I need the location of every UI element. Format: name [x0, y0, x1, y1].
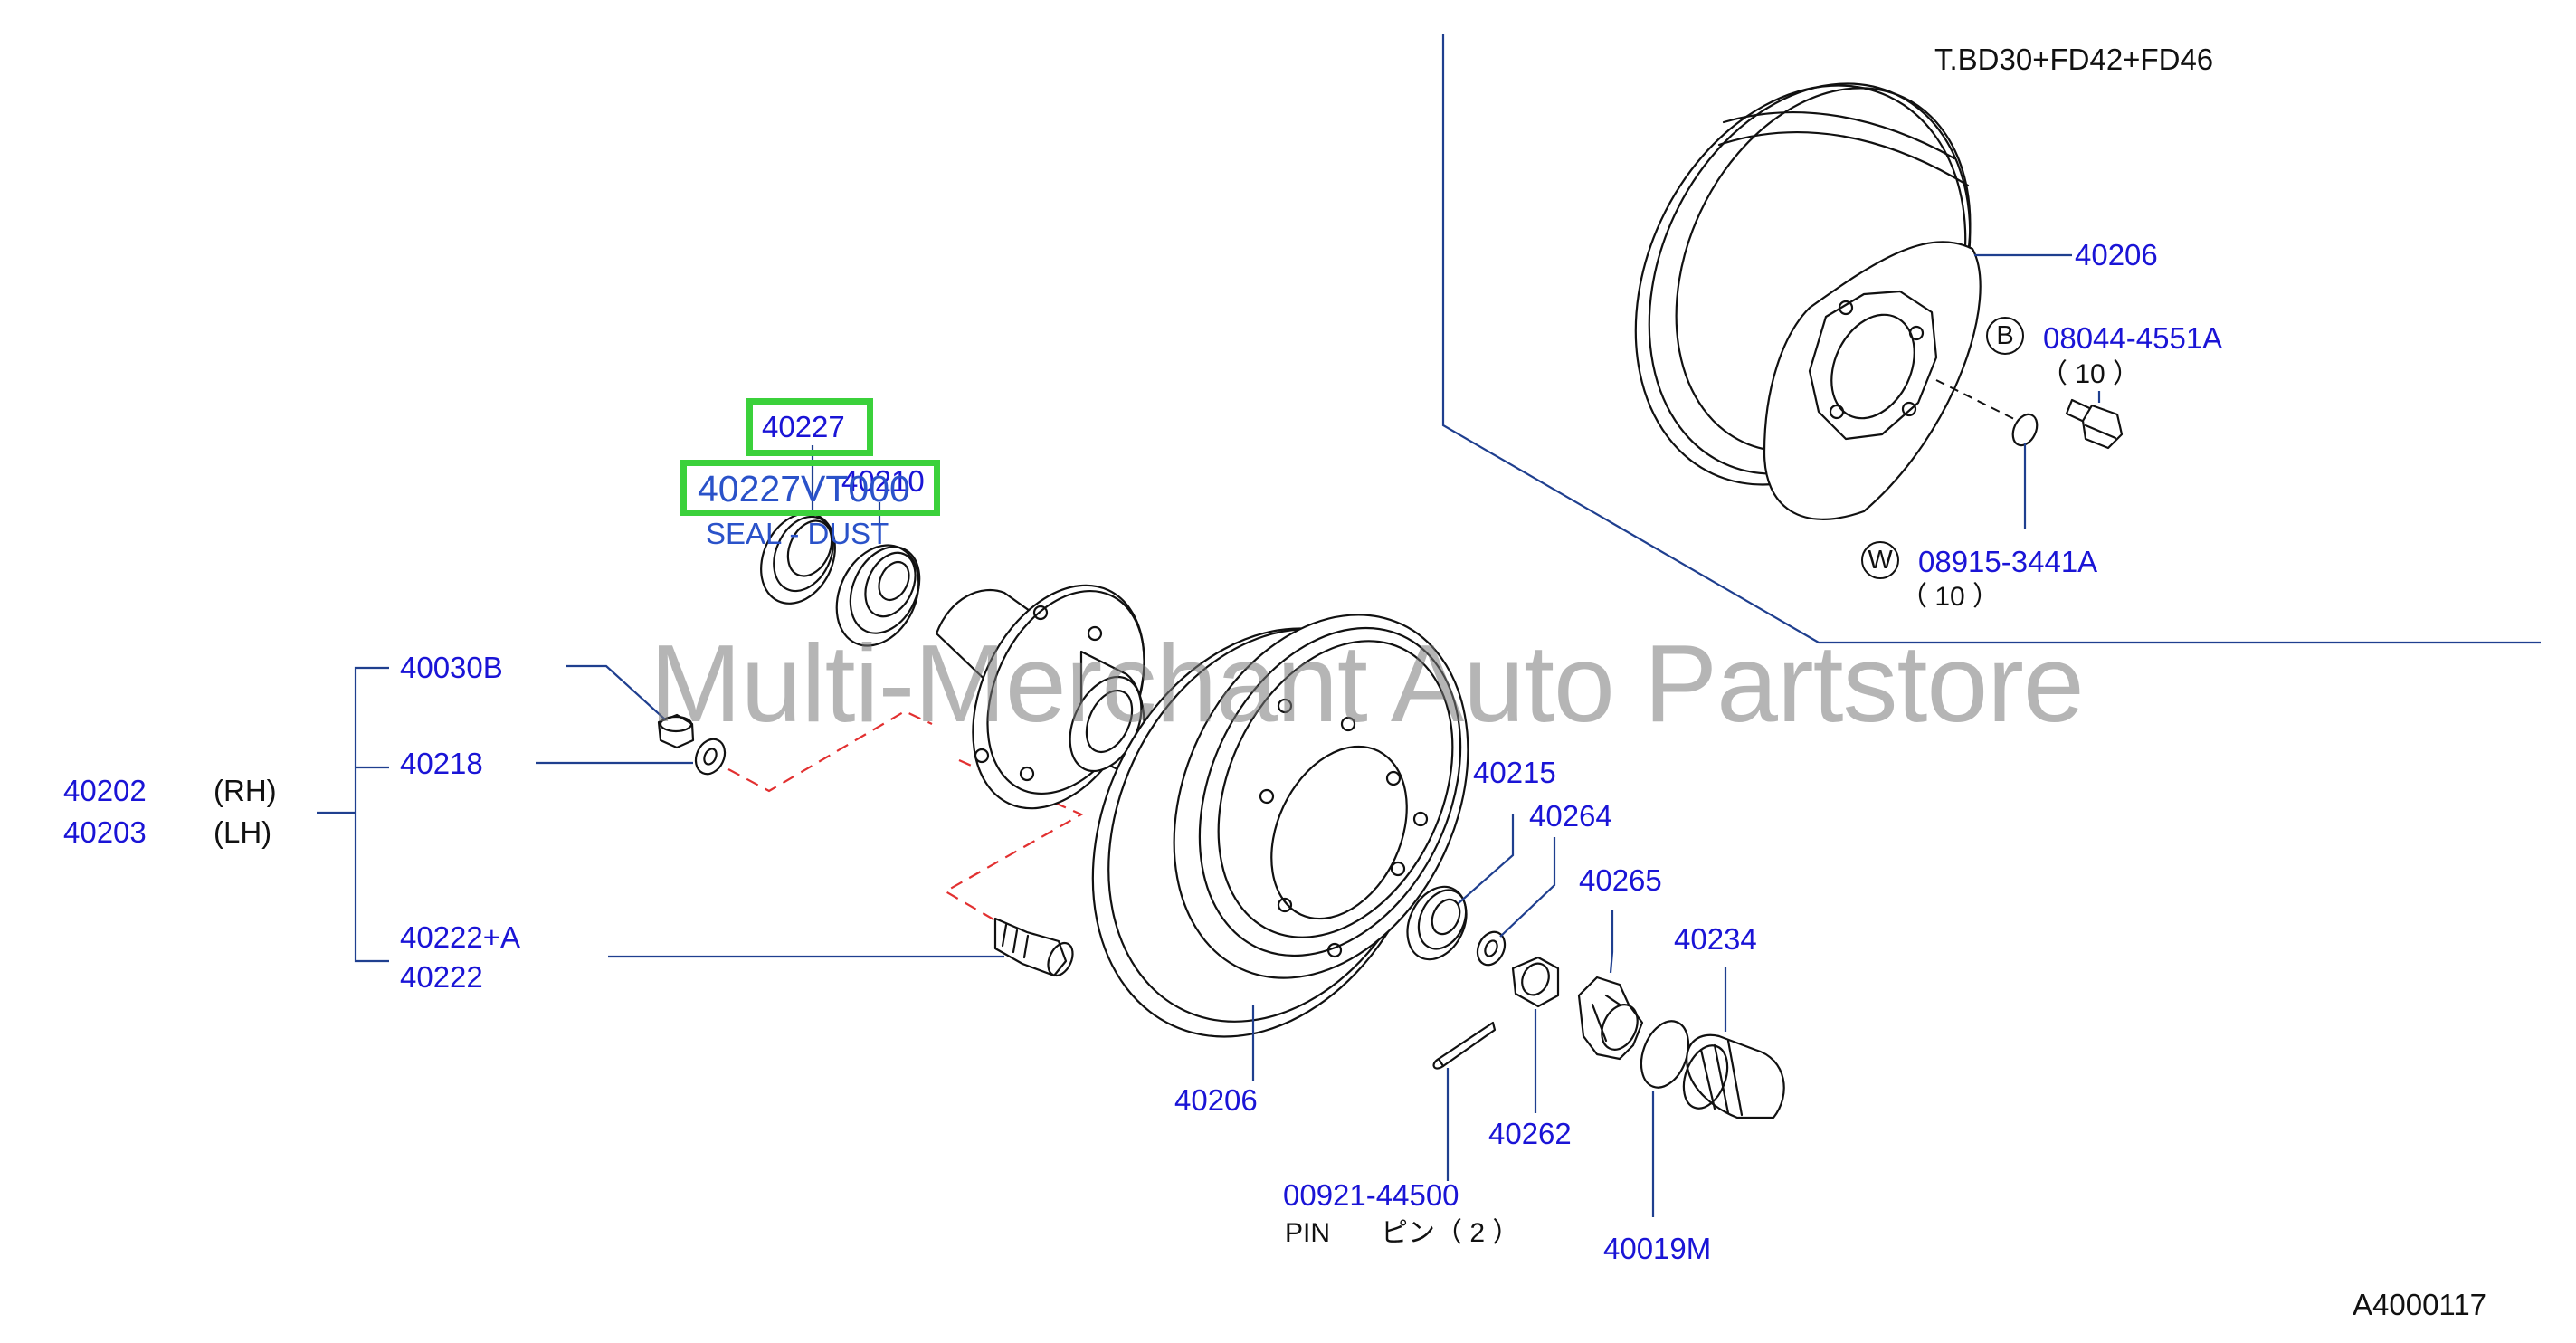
hub-cap-40234 — [1682, 1033, 1785, 1119]
brake-drum-40206 — [1091, 614, 1469, 1038]
inset-frame — [1441, 34, 2541, 644]
inset-title: T.BD30+FD42+FD46 — [1934, 43, 2214, 76]
alignment-line-1 — [727, 710, 933, 793]
label-40222[interactable]: 40222 — [400, 960, 483, 994]
lock-cap-40265 — [1577, 976, 1644, 1061]
label-40218[interactable]: 40218 — [400, 747, 483, 780]
label-40206-inset[interactable]: 40206 — [2075, 238, 2158, 271]
label-40234[interactable]: 40234 — [1674, 922, 1757, 956]
label-40262[interactable]: 40262 — [1488, 1117, 1572, 1150]
label-40203[interactable]: 40203 — [63, 815, 147, 849]
wheel-nut-40030b — [657, 713, 695, 749]
leader-40265 — [1609, 910, 1614, 974]
washer-40218 — [694, 738, 727, 776]
label-lh: (LH) — [214, 815, 272, 849]
label-08044-4551a[interactable]: 08044-4551A — [2043, 321, 2223, 355]
label-40202[interactable]: 40202 — [63, 774, 147, 807]
watermark: Multi-Merchant Auto Partstore — [650, 622, 2085, 745]
circle-b-icon: B — [1986, 317, 2024, 355]
inset-brake-drum — [1634, 82, 2039, 520]
leader-40215 — [1458, 814, 1515, 904]
label-40030b[interactable]: 40030B — [400, 651, 503, 684]
washer-40264 — [1476, 930, 1507, 967]
highlight-40227vt000 — [680, 460, 940, 516]
label-40264[interactable]: 40264 — [1529, 799, 1612, 833]
nut-40262 — [1511, 956, 1560, 1008]
label-40210[interactable]: 40210 — [841, 464, 925, 498]
bearing-40210 — [835, 544, 921, 647]
label-pin-jp: ピン（ 2 ） — [1381, 1218, 1520, 1248]
label-40215[interactable]: 40215 — [1473, 756, 1556, 789]
hub-bolt-40222 — [993, 917, 1074, 977]
wheel-hub-40202 — [935, 584, 1145, 810]
circle-w-icon: W — [1861, 541, 1899, 579]
o-ring-40019m — [1640, 1020, 1690, 1089]
leader-40030b — [566, 664, 666, 720]
label-40227vt000[interactable]: 40227VT000 — [698, 468, 910, 510]
qty-w: （ 10 ） — [1900, 582, 2001, 612]
label-00921-44500[interactable]: 00921-44500 — [1283, 1178, 1459, 1212]
qty-b: （ 10 ） — [2040, 359, 2141, 389]
outer-bearing-40215 — [1406, 885, 1468, 961]
label-40227[interactable]: 40227 — [762, 410, 845, 443]
inset-bolt — [2065, 398, 2124, 450]
figure-code: A4000117 — [2353, 1288, 2487, 1321]
label-seal-dust: SEAL - DUST — [706, 517, 889, 550]
dust-seal-40227 — [760, 512, 836, 605]
cotter-pin — [1432, 1021, 1497, 1070]
label-pin: PIN — [1285, 1218, 1331, 1248]
label-40265[interactable]: 40265 — [1579, 863, 1662, 897]
highlight-40227 — [746, 398, 873, 456]
label-40222-a[interactable]: 40222+A — [400, 920, 521, 954]
bracket — [354, 666, 389, 963]
label-08915-3441a[interactable]: 08915-3441A — [1918, 545, 2098, 578]
label-rh: (RH) — [214, 774, 277, 807]
leader-40264 — [1499, 837, 1556, 938]
label-40019m[interactable]: 40019M — [1603, 1232, 1712, 1265]
label-40206-main[interactable]: 40206 — [1174, 1083, 1258, 1117]
